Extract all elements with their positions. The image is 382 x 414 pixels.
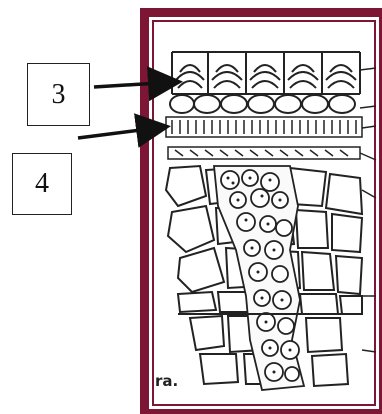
arrow-3 bbox=[94, 82, 176, 87]
arrow-4 bbox=[78, 127, 164, 138]
epidermis-layer bbox=[172, 52, 360, 94]
dense-cell-band bbox=[166, 117, 362, 137]
thin-band bbox=[168, 147, 360, 159]
hypodermis-layer bbox=[170, 95, 355, 113]
figure-caption-fragment: ra. bbox=[155, 372, 178, 390]
